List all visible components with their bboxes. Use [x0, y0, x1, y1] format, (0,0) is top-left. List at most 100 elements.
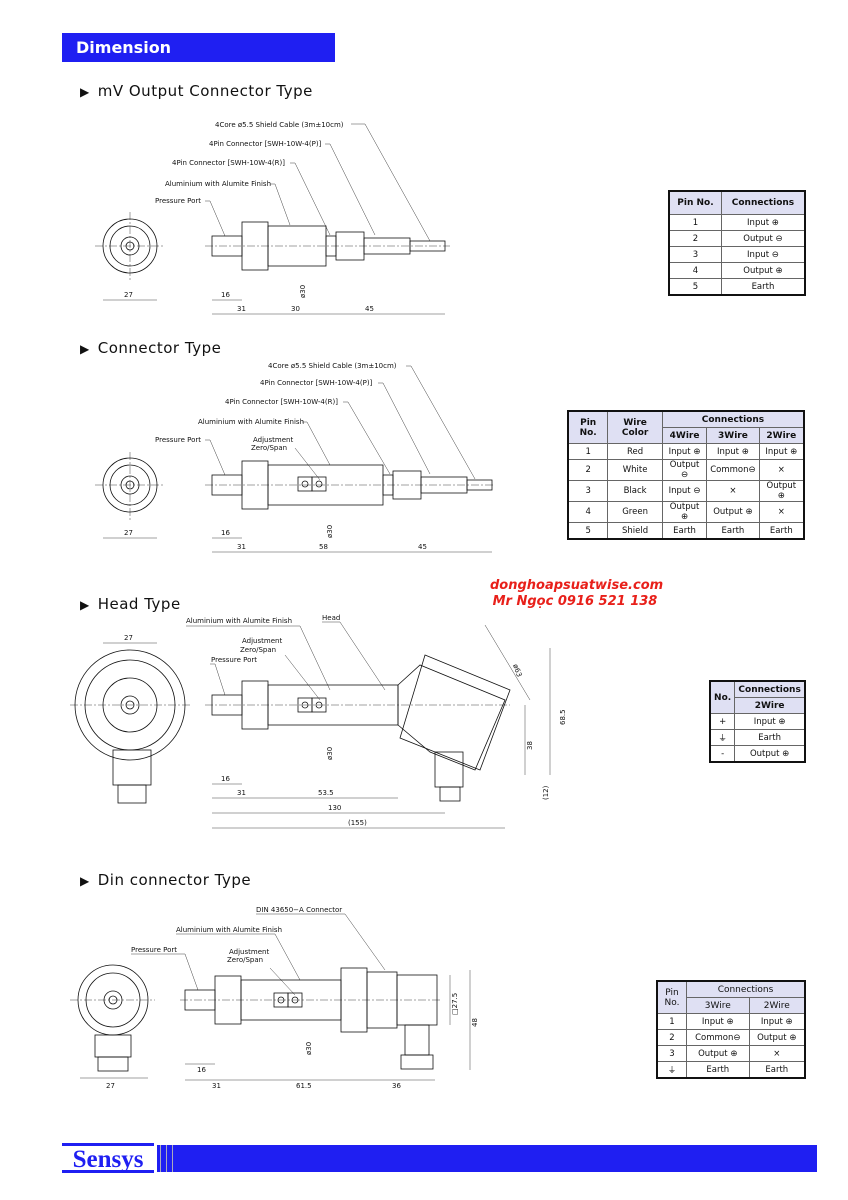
cell: 4 — [668, 262, 722, 279]
drawing-label: 4Pin Connector [SWH-10W-4(P)] — [260, 379, 373, 387]
drawing-label: 16 — [221, 775, 230, 783]
cell: 2Wire — [734, 697, 806, 714]
cell: 2Wire — [748, 997, 806, 1014]
cell: Green — [607, 501, 663, 523]
drawing-label: 68.5 — [559, 709, 567, 725]
cell: Pin No. — [567, 410, 609, 444]
cell: Input ⊕ — [686, 1013, 750, 1030]
drawing-label: (12) — [542, 785, 550, 800]
drawing-label: 16 — [197, 1066, 206, 1074]
drawing-label: 4Pin Connector [SWH-10W-4(P)] — [209, 140, 322, 148]
cell: × — [706, 480, 760, 502]
drawing-label: Zero/Span — [251, 444, 287, 452]
cell: Earth — [758, 522, 805, 540]
cell: 3Wire — [686, 997, 750, 1014]
drawing-label: Pressure Port — [131, 946, 177, 954]
drawing-label: ø30 — [299, 285, 307, 298]
table-row: -Output ⊕ — [709, 745, 806, 763]
drawing-label: Zero/Span — [240, 646, 276, 654]
cell: Pin No. — [668, 190, 722, 215]
cell: Output ⊕ — [706, 501, 760, 523]
drawing-label: (155) — [348, 819, 367, 827]
section-title-head: ▶Head Type — [80, 595, 181, 613]
drawing-label: 45 — [418, 543, 427, 551]
drawing-label: ø30 — [326, 747, 334, 760]
cell: Connections — [720, 190, 806, 215]
cell: ⏚ — [709, 729, 736, 746]
footer-bar — [157, 1145, 817, 1172]
drawing-label: □27.5 — [451, 993, 459, 1015]
drawing-label: Pressure Port — [155, 436, 201, 444]
drawing-din: DIN 43650−A Connector Aluminium with Alu… — [70, 906, 479, 1090]
drawing-label: 16 — [221, 529, 230, 537]
cell: Output ⊕ — [720, 262, 806, 279]
cell: Earth — [706, 522, 760, 540]
drawing-label: Adjustment — [242, 637, 282, 645]
drawing-label: 130 — [328, 804, 341, 812]
table-row: ⏚Earth — [709, 729, 806, 746]
cell: Output ⊕ — [748, 1029, 806, 1046]
cell: 1 — [656, 1013, 687, 1030]
drawing-label: 31 — [237, 543, 246, 551]
cell: Earth — [748, 1061, 806, 1079]
cell: 5 — [567, 522, 609, 540]
drawing-label: 31 — [212, 1082, 221, 1090]
cell: Connections — [734, 680, 806, 698]
triangle-bullet-icon: ▶ — [80, 85, 90, 99]
cell: × — [758, 501, 805, 523]
drawing-label: 27 — [124, 291, 133, 299]
cell: 4 — [567, 501, 609, 523]
cell: 3 — [656, 1045, 687, 1062]
section-title-text: Connector Type — [97, 339, 222, 357]
drawing-label: Aluminium with Alumite Finish — [165, 180, 271, 188]
section-title-text: mV Output Connector Type — [97, 82, 313, 100]
drawing-label: 27 — [106, 1082, 115, 1090]
cell: 2 — [567, 459, 609, 481]
cell: Earth — [686, 1061, 750, 1079]
cell: Earth — [720, 278, 806, 296]
cell: Output ⊕ — [686, 1045, 750, 1062]
drawing-label: 4Core ø5.5 Shield Cable (3m±10cm) — [268, 362, 397, 370]
drawing-label: Pressure Port — [211, 656, 257, 664]
drawing-connector: 4Core ø5.5 Shield Cable (3m±10cm) 4Pin C… — [95, 362, 495, 553]
cell: Pin No. — [656, 980, 687, 1014]
drawing-label: 27 — [124, 634, 133, 642]
drawing-label: 31 — [237, 789, 246, 797]
drawing-label: 36 — [392, 1082, 401, 1090]
cell: Output ⊕ — [661, 501, 708, 523]
cell: Shield — [607, 522, 663, 540]
section-title-text: Din connector Type — [97, 871, 252, 889]
drawing-label: 4Pin Connector [SWH-10W-4(R)] — [172, 159, 285, 167]
drawing-label: DIN 43650−A Connector — [256, 906, 342, 914]
drawing-label: 4Core ø5.5 Shield Cable (3m±10cm) — [215, 121, 344, 129]
drawing-label: ø30 — [326, 525, 334, 538]
cell: ⏚ — [656, 1061, 687, 1079]
sensys-logo: Sensys — [62, 1143, 154, 1173]
drawing-label: 61.5 — [296, 1082, 312, 1090]
drawing-label: 38 — [526, 741, 534, 750]
cell: Common⊖ — [686, 1029, 750, 1046]
table-row: +Input ⊕ — [709, 713, 806, 730]
cell: Connections — [686, 980, 806, 998]
drawing-label: 16 — [221, 291, 230, 299]
drawing-label: 58 — [319, 543, 328, 551]
cell: Earth — [734, 729, 806, 746]
drawing-label: Adjustment — [229, 948, 269, 956]
drawing-label: Aluminium with Alumite Finish — [198, 418, 304, 426]
cell: × — [748, 1045, 806, 1062]
drawing-head: Aluminium with Alumite Finish Head Press… — [70, 614, 567, 829]
section-title-text: Head Type — [97, 595, 181, 613]
drawing-label: 53.5 — [318, 789, 334, 797]
watermark-contact: Mr Ngọc 0916 521 138 — [492, 594, 658, 609]
